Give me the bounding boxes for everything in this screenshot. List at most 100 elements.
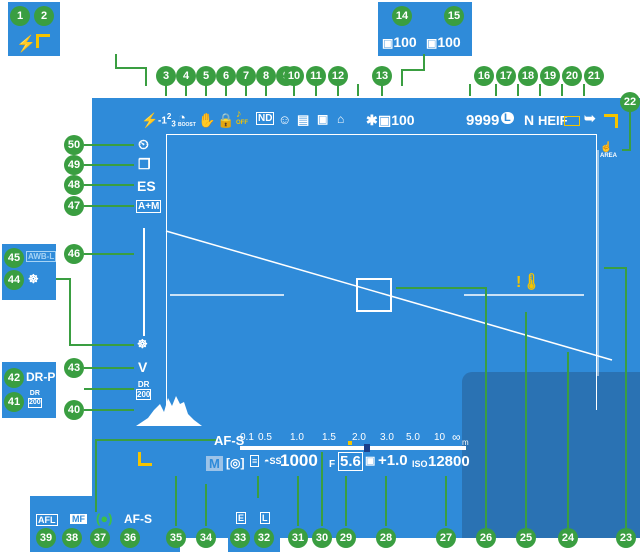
frames-remaining: 9999	[466, 112, 500, 129]
focus-scale: 0.1 0.5 1.0 1.5 2.0 3.0 5.0 10 ∞ m	[240, 430, 472, 450]
scale-7: 10	[434, 432, 446, 443]
scale-4: 2.0	[352, 432, 366, 443]
shooting-mode: M	[206, 456, 223, 471]
callout-37: 37	[90, 528, 110, 548]
callout-49: 49	[64, 155, 84, 175]
callout-4: 4	[176, 66, 196, 86]
focus-indicator-icon: (●)	[96, 511, 113, 526]
bluetooth-icon: ✱	[366, 112, 378, 128]
callout-35: 35	[166, 528, 186, 548]
callout-12: 12	[328, 66, 348, 86]
callout-10: 10	[284, 66, 304, 86]
callout-17: 17	[496, 66, 516, 86]
callout-18: 18	[518, 66, 538, 86]
location-icon: ⌂	[337, 112, 345, 126]
callout-21: 21	[584, 66, 604, 86]
exposure-comp-den: 3	[171, 119, 176, 129]
e-label: E	[236, 512, 247, 524]
ev-value: +1.0	[378, 452, 408, 469]
awb-lock: AWB-L	[26, 251, 57, 262]
callout-28: 28	[376, 528, 396, 548]
callout-26: 26	[476, 528, 496, 548]
callout-6: 6	[216, 66, 236, 86]
nd-icon: ND	[256, 112, 275, 125]
callout-32: 32	[254, 528, 274, 548]
lock-icon: 🔒	[217, 112, 235, 128]
shutter-type: ES	[137, 178, 156, 194]
scale-6: 5.0	[406, 432, 420, 443]
image-size-icon: L	[501, 112, 514, 124]
el-lock-icon: ≡	[250, 455, 260, 467]
callout-36: 36	[120, 528, 140, 548]
scale-0: 0.1	[240, 432, 254, 443]
corner-bottom-left-icon	[138, 452, 152, 466]
iso-label: ISO	[412, 459, 428, 469]
focus-frame	[356, 278, 392, 312]
callout-16: 16	[474, 66, 494, 86]
power-icon: ➥	[584, 110, 596, 126]
ev-icon: ▣	[365, 455, 376, 467]
callout-5: 5	[196, 66, 216, 86]
l-label: L	[260, 512, 270, 524]
callout-3: 3	[156, 66, 176, 86]
framecount-a-icon: ▣100	[382, 34, 417, 50]
callout-39: 39	[36, 528, 56, 548]
callout-31: 31	[288, 528, 308, 548]
film-sim-icon: V	[138, 359, 148, 375]
metering-icon: [◎]	[226, 456, 245, 470]
exposure-comp: -123	[158, 112, 176, 128]
image-quality: N	[524, 112, 535, 128]
battery-icon	[564, 116, 580, 126]
drp-label: DR-P	[26, 370, 56, 384]
callout-34: 34	[196, 528, 216, 548]
sound-off-icon: ♪OFF	[236, 108, 248, 126]
dr-inset-value: 200	[28, 398, 42, 408]
flash-icon: ⚡	[16, 36, 36, 53]
framecount-b-icon: ▣100	[426, 34, 461, 50]
boost-label: BOOST	[178, 122, 196, 128]
framecount-main-value: 100	[391, 112, 415, 128]
dr-value: 200	[136, 389, 152, 400]
callout-7: 7	[236, 66, 256, 86]
framecount-b-value: 100	[437, 34, 461, 50]
callout-50: 50	[64, 135, 84, 155]
image-stab-icon: ▣	[317, 112, 329, 126]
dr-inset-label: DR	[29, 390, 40, 397]
callout-33: 33	[230, 528, 250, 548]
callout-25: 25	[516, 528, 536, 548]
iso-value: 12800	[428, 453, 470, 470]
scale-2: 1.0	[290, 432, 304, 443]
callout-27: 27	[436, 528, 456, 548]
dr-label: DR	[137, 380, 150, 389]
scale-3: 1.5	[322, 432, 336, 443]
scale-5: 3.0	[380, 432, 394, 443]
callout-22: 22	[620, 92, 640, 112]
focus-distance-bar	[240, 446, 466, 450]
callout-45: 45	[4, 248, 24, 268]
callout-8: 8	[256, 66, 276, 86]
face-detect-icon: ☺	[278, 112, 292, 127]
shutter-speed: ◓SS	[264, 456, 282, 466]
ss-label: SS	[269, 456, 282, 466]
stabilizer-icon: ✋	[198, 112, 216, 128]
dimmed-overlay	[462, 372, 640, 538]
callout-41: 41	[4, 392, 24, 412]
white-balance-icon: ☸	[137, 337, 148, 351]
callout-20: 20	[562, 66, 582, 86]
scale-1: 0.5	[258, 432, 272, 443]
file-format: HEIF	[538, 113, 568, 128]
callout-24: 24	[558, 528, 578, 548]
flash-status-icon: ⚡	[141, 112, 159, 128]
callout-44: 44	[4, 270, 24, 290]
mf-label: MF	[70, 514, 87, 524]
callout-43: 43	[64, 358, 84, 378]
callout-30: 30	[312, 528, 332, 548]
focus-distance-marker	[364, 444, 370, 452]
scale-unit: m	[462, 438, 469, 447]
image-area-frame	[166, 134, 597, 410]
area-indicator: ☝AREA	[600, 142, 618, 159]
shutter-value: 1000	[280, 451, 318, 470]
callout-48: 48	[64, 175, 84, 195]
